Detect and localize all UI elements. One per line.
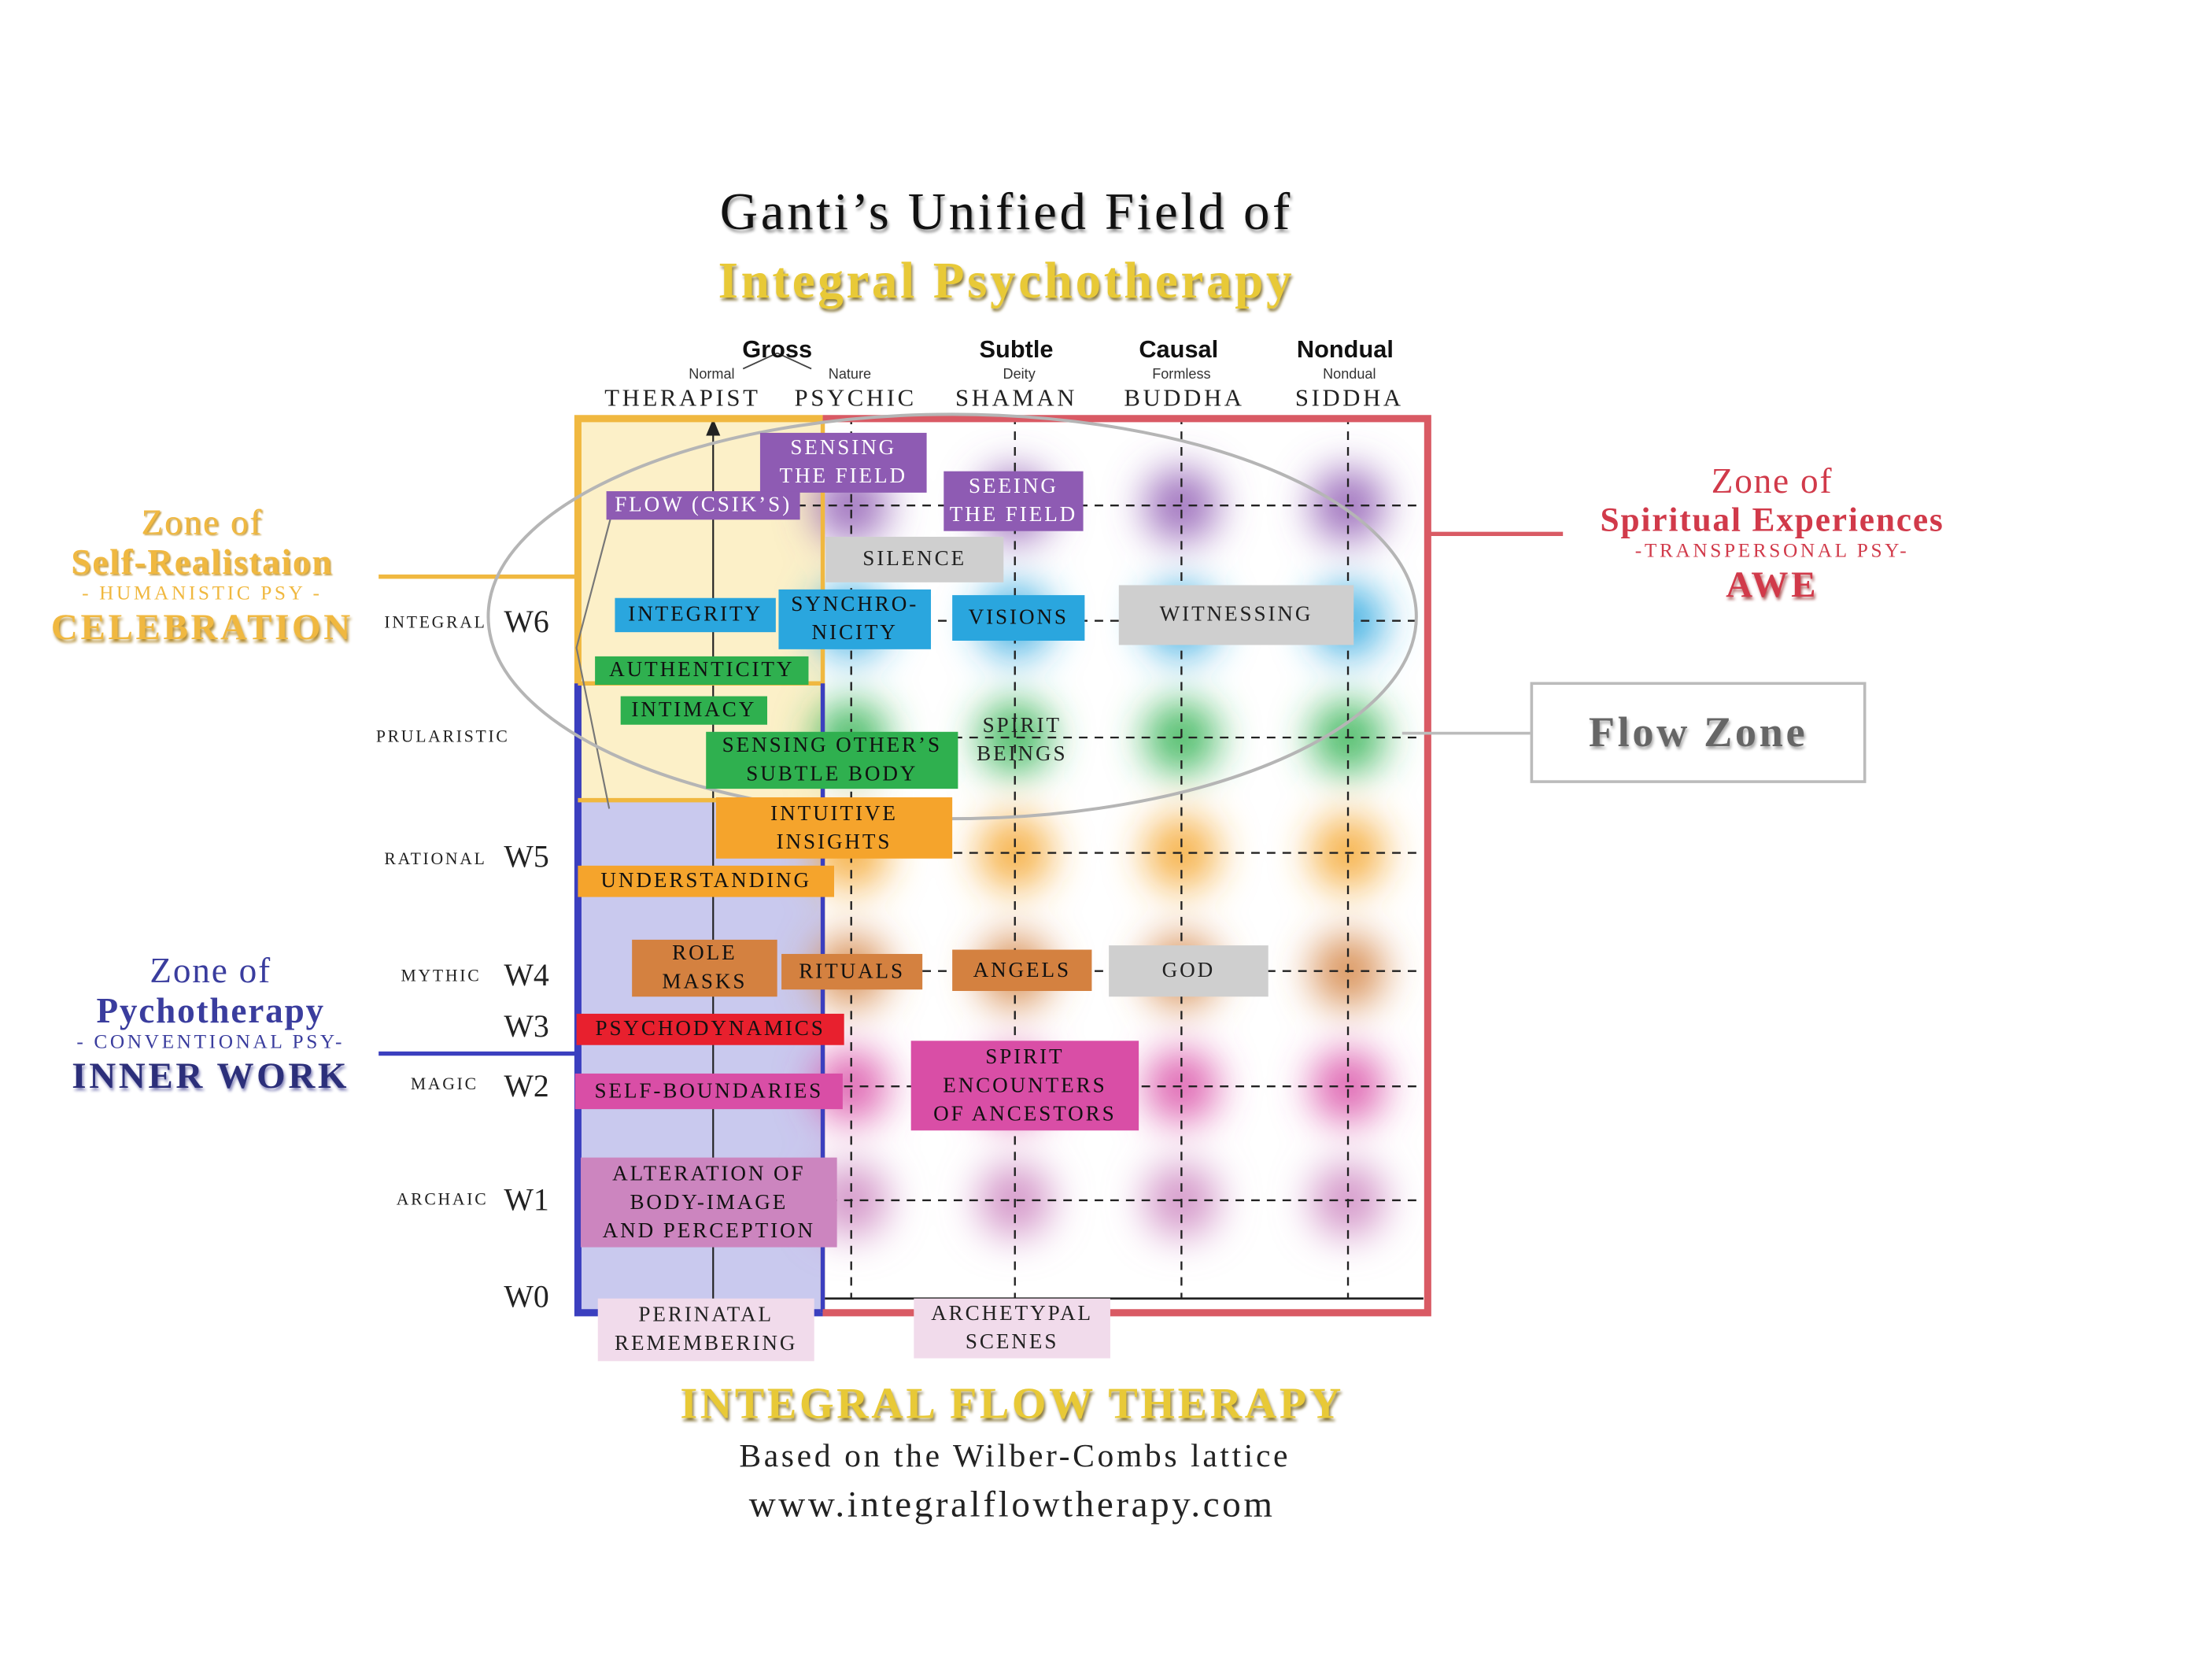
box-integrity: INTEGRITY — [615, 597, 776, 633]
zone-spiritual-sub: -TRANSPERSONAL PSY- — [1634, 541, 1910, 563]
col-nondual: Nondual — [1296, 335, 1394, 364]
col-gross-normal: Normal — [689, 367, 735, 383]
row-integral: INTEGRAL — [384, 612, 487, 633]
box-synchronicity: SYNCHRO-NICITY — [778, 589, 932, 649]
footer-title: INTEGRAL FLOW THERAPY — [680, 1378, 1344, 1429]
footer-url[interactable]: www.integralflowtherapy.com — [748, 1483, 1276, 1525]
wave-w4: W4 — [504, 956, 549, 993]
col-gross-nature: Nature — [828, 367, 872, 383]
wave-w2: W2 — [504, 1067, 549, 1104]
col-causal-sub: Formless — [1152, 367, 1211, 383]
zone-spiritual-line1: Zone of — [1711, 462, 1833, 501]
col-siddha: SIDDHA — [1294, 384, 1404, 412]
box-understanding: UNDERSTANDING — [578, 865, 835, 897]
self-realisation-zone-border — [574, 415, 823, 800]
zone-self-big: CELEBRATION — [50, 606, 353, 649]
zone-psychotherapy: Zone of Pychotherapy - CONVENTIONAL PSY-… — [49, 952, 373, 1098]
wave-w0: W0 — [504, 1278, 549, 1314]
box-psychodynamics: PSYCHODYNAMICS — [576, 1013, 844, 1045]
col-shaman: SHAMAN — [955, 384, 1078, 412]
row-archaic: ARCHAIC — [396, 1189, 489, 1209]
col-subtle: Subtle — [979, 335, 1054, 364]
flow-zone-label: Flow Zone — [1530, 682, 1867, 783]
box-silence: SILENCE — [825, 536, 1004, 582]
zone-self-line1: Zone of — [141, 504, 264, 543]
zone-spiritual: Zone of Spiritual Experiences -TRANSPERS… — [1552, 463, 1993, 607]
zone-self-line2: Self-Realistaion — [71, 543, 334, 582]
flow-zone-ellipse — [486, 412, 1418, 821]
box-intimacy: INTIMACY — [620, 696, 767, 725]
col-therapist: THERAPIST — [604, 384, 761, 412]
zone-spiritual-line2: Spiritual Experiences — [1600, 502, 1944, 540]
zone-psycho-line2: Pychotherapy — [96, 992, 325, 1031]
zone-spiritual-big: AWE — [1726, 564, 1819, 605]
col-psychic: PSYCHIC — [794, 384, 917, 412]
box-self-boundaries: SELF-BOUNDARIES — [574, 1073, 843, 1110]
wave-w5: W5 — [504, 838, 549, 874]
box-flow: FLOW (CSIK’S) — [606, 491, 800, 520]
zone-self-realisation: Zone of Self-Realistaion - HUMANISTIC PS… — [40, 504, 364, 649]
col-gross: Gross — [742, 335, 813, 364]
lattice-blob — [977, 815, 1052, 890]
wave-w3: W3 — [504, 1007, 549, 1044]
wave-w1: W1 — [504, 1181, 549, 1218]
zone-psycho-big: INNER WORK — [72, 1055, 350, 1096]
footer-subtitle: Based on the Wilber-Combs lattice — [739, 1437, 1291, 1474]
wave-w6: W6 — [504, 603, 549, 640]
col-causal: Causal — [1139, 335, 1219, 364]
zone-self-sub: - HUMANISTIC PSY - — [82, 583, 323, 605]
zone-psycho-line1: Zone of — [150, 952, 271, 991]
row-pluralistic: PRULARISTIC — [375, 726, 510, 746]
box-witnessing: WITNESSING — [1118, 585, 1354, 645]
lattice-blob — [977, 700, 1052, 775]
box-angels: ANGELS — [952, 949, 1092, 991]
row-magic: MAGIC — [410, 1073, 478, 1094]
col-buddha: BUDDHA — [1124, 384, 1245, 412]
col-subtle-sub: Deity — [1003, 367, 1036, 383]
title-line1: Ganti’s Unified Field of — [719, 183, 1293, 242]
box-rituals: RITUALS — [781, 953, 923, 990]
spiritual-zone-border — [822, 415, 1431, 1317]
axis-arrow — [706, 418, 721, 436]
zone-psycho-sub: - CONVENTIONAL PSY- — [76, 1032, 345, 1054]
title-line2: Integral Psychotherapy — [718, 252, 1295, 309]
row-rational: RATIONAL — [384, 848, 487, 869]
row-mythic: MYTHIC — [401, 965, 482, 985]
box-god: GOD — [1109, 945, 1268, 997]
col-nondual-sub: Nondual — [1323, 367, 1376, 383]
box-authenticity: AUTHENTICITY — [595, 656, 809, 686]
box-visions: VISIONS — [952, 595, 1085, 641]
